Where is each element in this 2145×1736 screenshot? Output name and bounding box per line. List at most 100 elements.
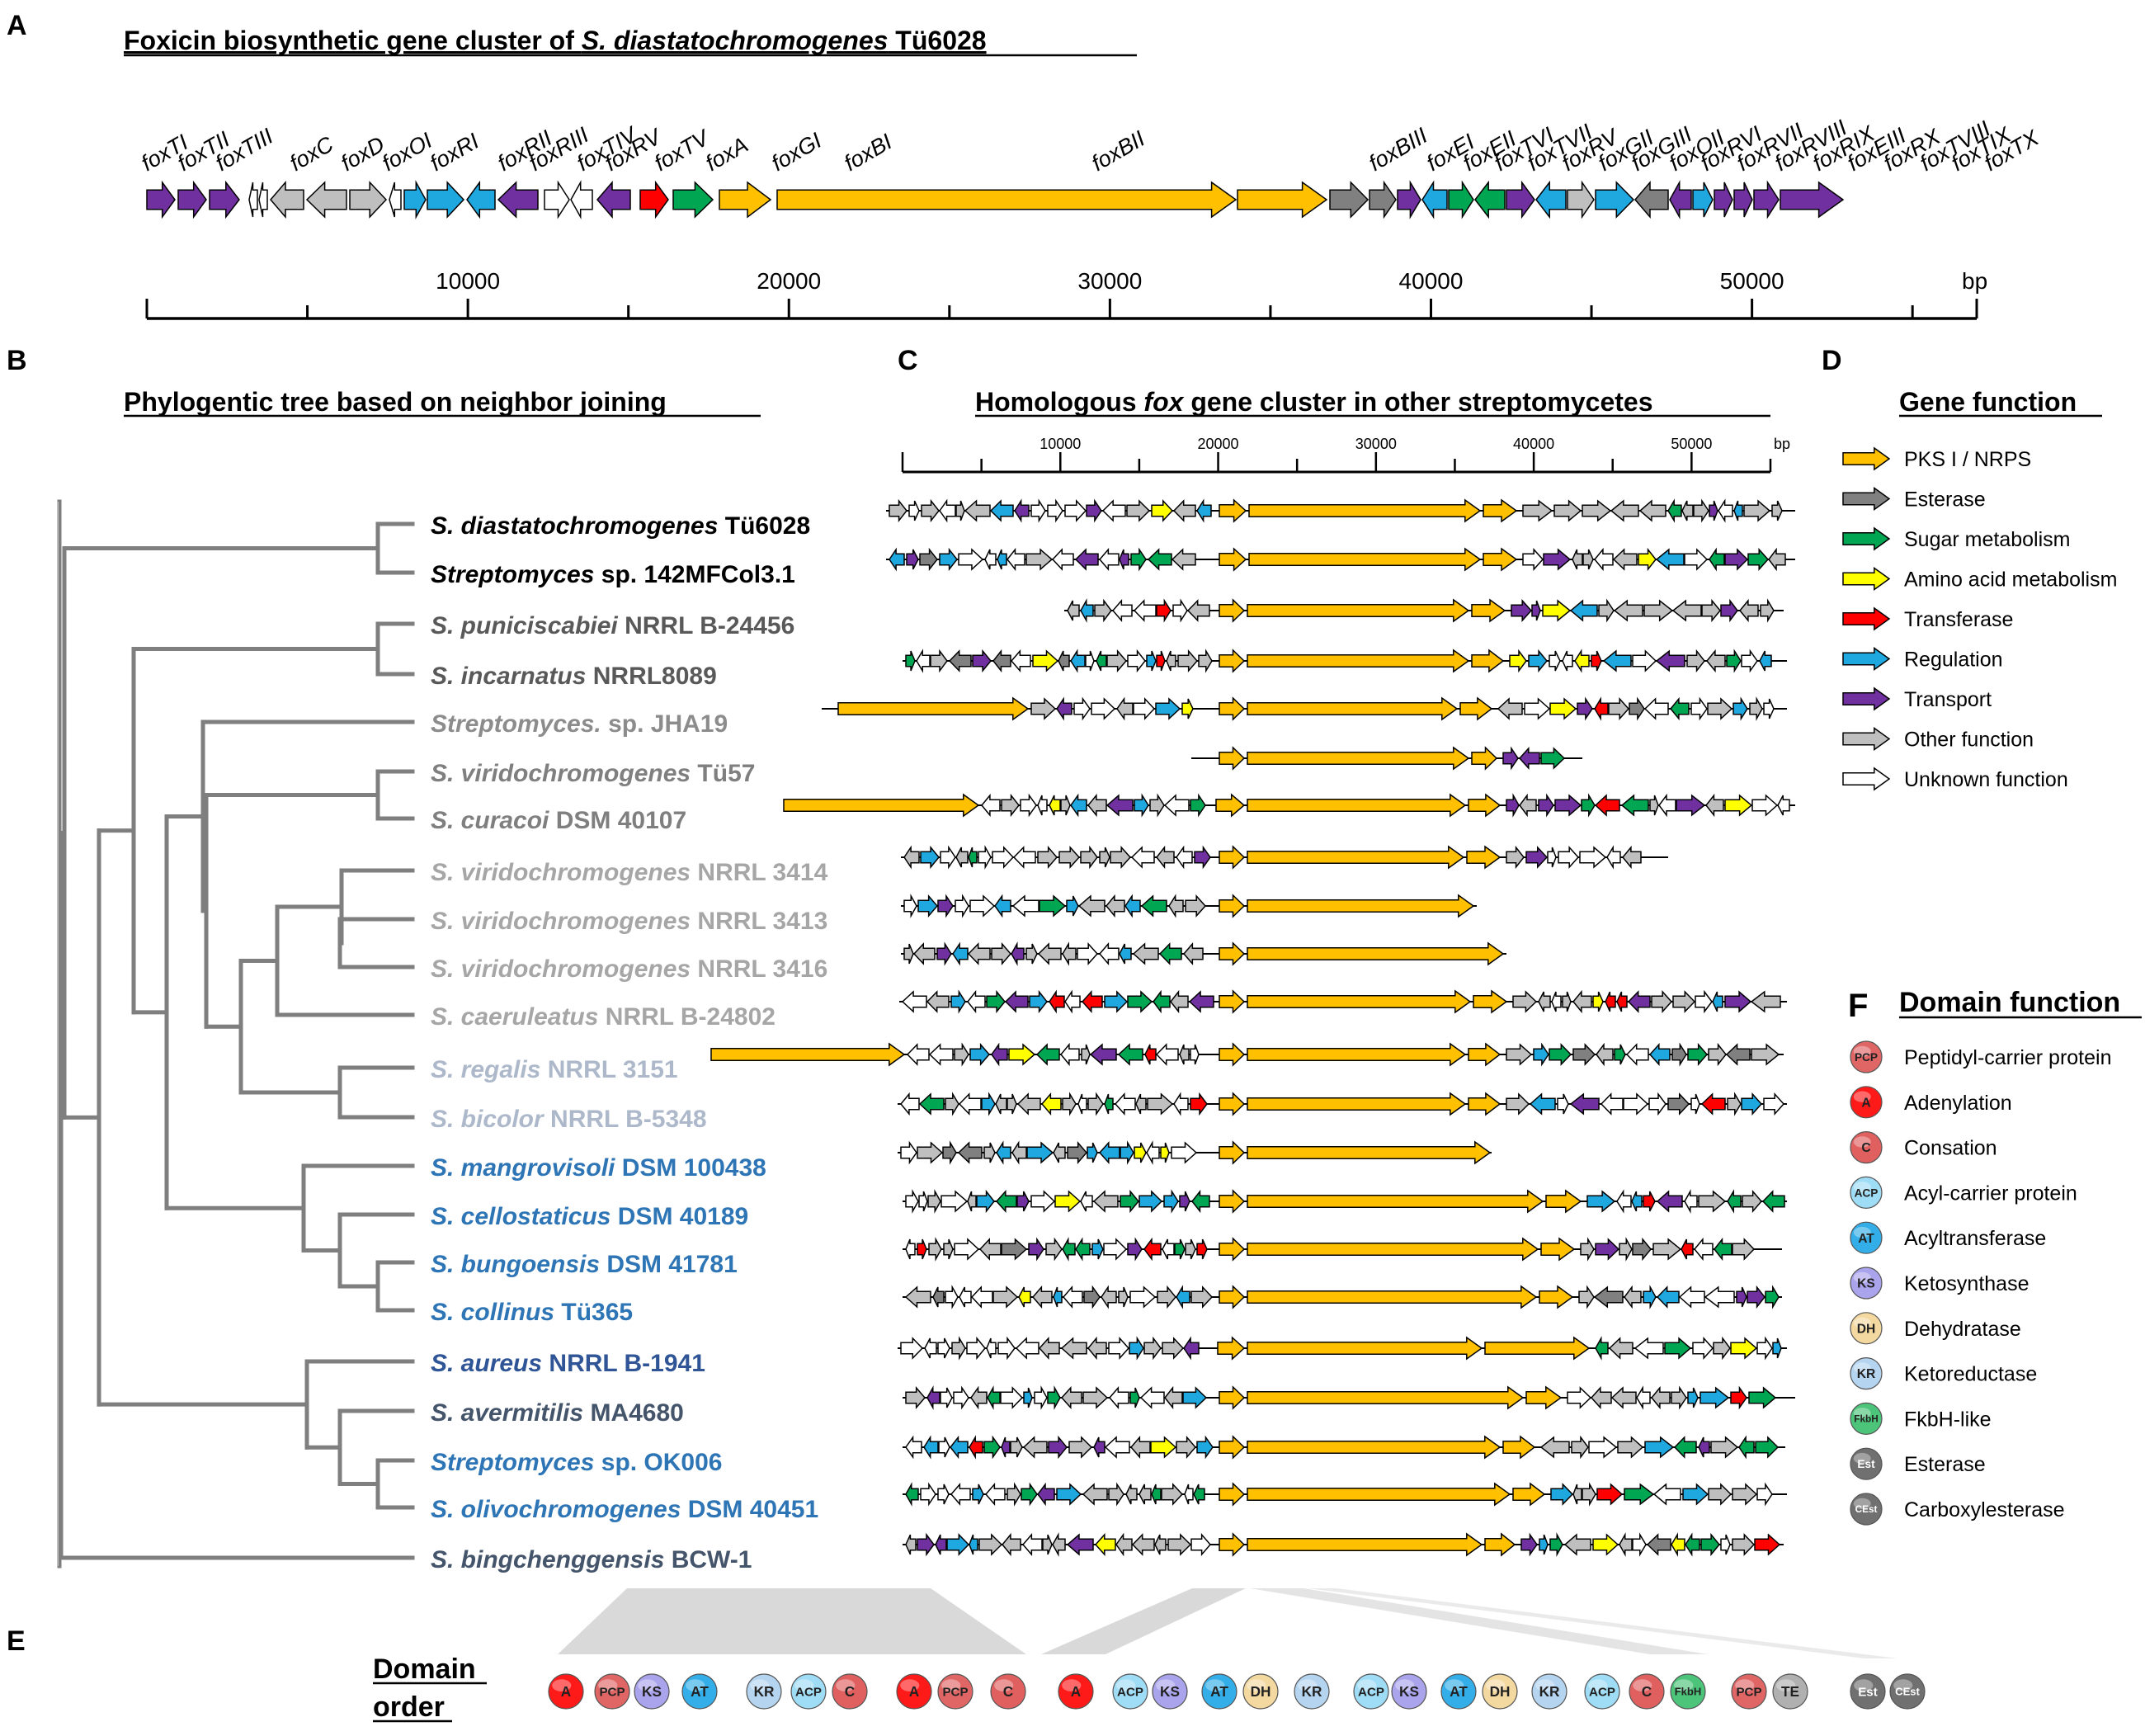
pks-gene-arrow (1219, 649, 1246, 673)
domain-circle (594, 1673, 630, 1710)
legend-domain-label: Acyltransferase (1904, 1227, 2046, 1250)
gene-arrow (1671, 1385, 1687, 1410)
gene-arrow (1506, 1092, 1530, 1116)
gene-arrow (1001, 1238, 1028, 1261)
gene-arrow (1632, 649, 1657, 672)
domain-abbr: TE (1781, 1683, 1799, 1700)
gene-arrow (1754, 1533, 1781, 1556)
gene-arrow-a (776, 181, 1238, 219)
taxon-strain: Tü365 (554, 1299, 633, 1326)
gene-arrow (1066, 895, 1079, 917)
gene-arrow (1705, 793, 1724, 818)
gene-arrow (1075, 1237, 1091, 1262)
gene-arrow (903, 894, 917, 918)
gene-arrow (1622, 845, 1642, 870)
domain-circle (1112, 1673, 1148, 1710)
gene-arrow (1118, 1286, 1129, 1308)
gene-arrow (1684, 1189, 1698, 1214)
gene-arrow (905, 1385, 926, 1410)
panel-letter-d: D (1822, 345, 1842, 376)
gene-arrow (1610, 499, 1639, 522)
domain-abbr: A (1071, 1683, 1081, 1700)
gene-arrow (1549, 1043, 1572, 1066)
taxon-strain: NRRL 3416 (691, 955, 827, 983)
gene-arrow (1109, 1385, 1129, 1410)
gene-arrow (1060, 795, 1071, 816)
gene-arrow (1196, 498, 1212, 523)
taxon-label: S. viridochromogenes NRRL 3413 (431, 908, 827, 935)
legend-gene-swatch (1842, 526, 1891, 551)
gene-arrow (1029, 989, 1048, 1014)
gene-arrow (972, 649, 992, 673)
gene-arrow (1522, 548, 1544, 571)
gene-arrow (1563, 1533, 1591, 1556)
panel-c-title-italic: fox (1143, 387, 1184, 417)
gene-arrow (1520, 1532, 1538, 1557)
gene-arrow (1743, 499, 1771, 522)
axis-a-tick-label: 20000 (757, 268, 821, 294)
domain-circle (1850, 1673, 1886, 1710)
gene-arrow (1539, 1534, 1549, 1555)
taxon-species: S. collinus (431, 1299, 554, 1326)
gene-arrow-a (1535, 180, 1567, 219)
domain-highlight (1853, 1136, 1871, 1148)
gene-arrow (1185, 894, 1207, 918)
pks-gene-arrow (1459, 696, 1493, 721)
gene-arrow (1139, 1386, 1165, 1409)
pks-gene-arrow (1219, 989, 1246, 1014)
gene-arrow (1022, 1436, 1048, 1459)
gene-arrow (1025, 943, 1038, 965)
domain-highlight (552, 1679, 572, 1691)
gene-arrow (1190, 1044, 1200, 1065)
gene-arrow (917, 1141, 944, 1164)
gene-arrow (1196, 1435, 1214, 1460)
gene-arrow (1590, 1386, 1612, 1409)
gene-arrow (1070, 649, 1086, 673)
gene-arrow (1656, 1190, 1683, 1213)
gene-arrow (1543, 548, 1572, 571)
gene-arrow-a (177, 180, 207, 219)
gene-arrow (950, 989, 966, 1014)
taxon-strain: Tü6028 (718, 512, 810, 540)
taxon-strain: Tü57 (691, 760, 755, 787)
gene-arrow (920, 1482, 936, 1507)
gene-arrow (939, 547, 958, 572)
gene-arrow (1648, 1092, 1666, 1116)
gene-arrow (996, 1140, 1011, 1165)
pks-gene-arrow (1247, 793, 1467, 818)
gene-arrow (1632, 1237, 1652, 1262)
gene-arrow (1720, 598, 1738, 623)
gene-arrow (1747, 548, 1770, 571)
gene-arrow (981, 1092, 996, 1116)
pks-gene-arrow (710, 1042, 906, 1067)
gene-arrow (905, 650, 916, 672)
gene-arrow (1094, 598, 1112, 623)
gene-arrow (981, 793, 1001, 818)
gene-arrow (985, 1482, 1006, 1507)
domain-highlight (1445, 1679, 1464, 1691)
gene-arrow-a (209, 180, 240, 219)
gene-arrow (1631, 1191, 1643, 1212)
domain-abbr: AT (1858, 1232, 1874, 1246)
gene-arrow (939, 498, 956, 523)
gene-arrow (1698, 1190, 1727, 1213)
domain-abbr: KS (642, 1683, 662, 1700)
gene-arrow (1646, 1533, 1671, 1556)
gene-arrow (1686, 649, 1705, 673)
gene-arrow (920, 845, 940, 870)
gene-arrow (1177, 649, 1198, 673)
gene-arrow (1596, 1042, 1614, 1067)
domain-abbr: CEst (1895, 1686, 1920, 1698)
gene-arrow (1549, 697, 1577, 720)
axis-a-tick-label: 40000 (1399, 268, 1464, 294)
gene-arrow (900, 1140, 917, 1165)
domain-abbr: A (909, 1683, 919, 1700)
gene-arrow (1053, 1142, 1066, 1163)
gene-arrow (995, 1190, 1017, 1213)
domain-highlight (1853, 1408, 1871, 1419)
axis-a-unit: bp (1962, 268, 1987, 294)
gene-arrow (917, 1238, 927, 1260)
legend-domain-label: Dehydratase (1904, 1318, 2021, 1341)
gene-arrow (967, 942, 991, 965)
